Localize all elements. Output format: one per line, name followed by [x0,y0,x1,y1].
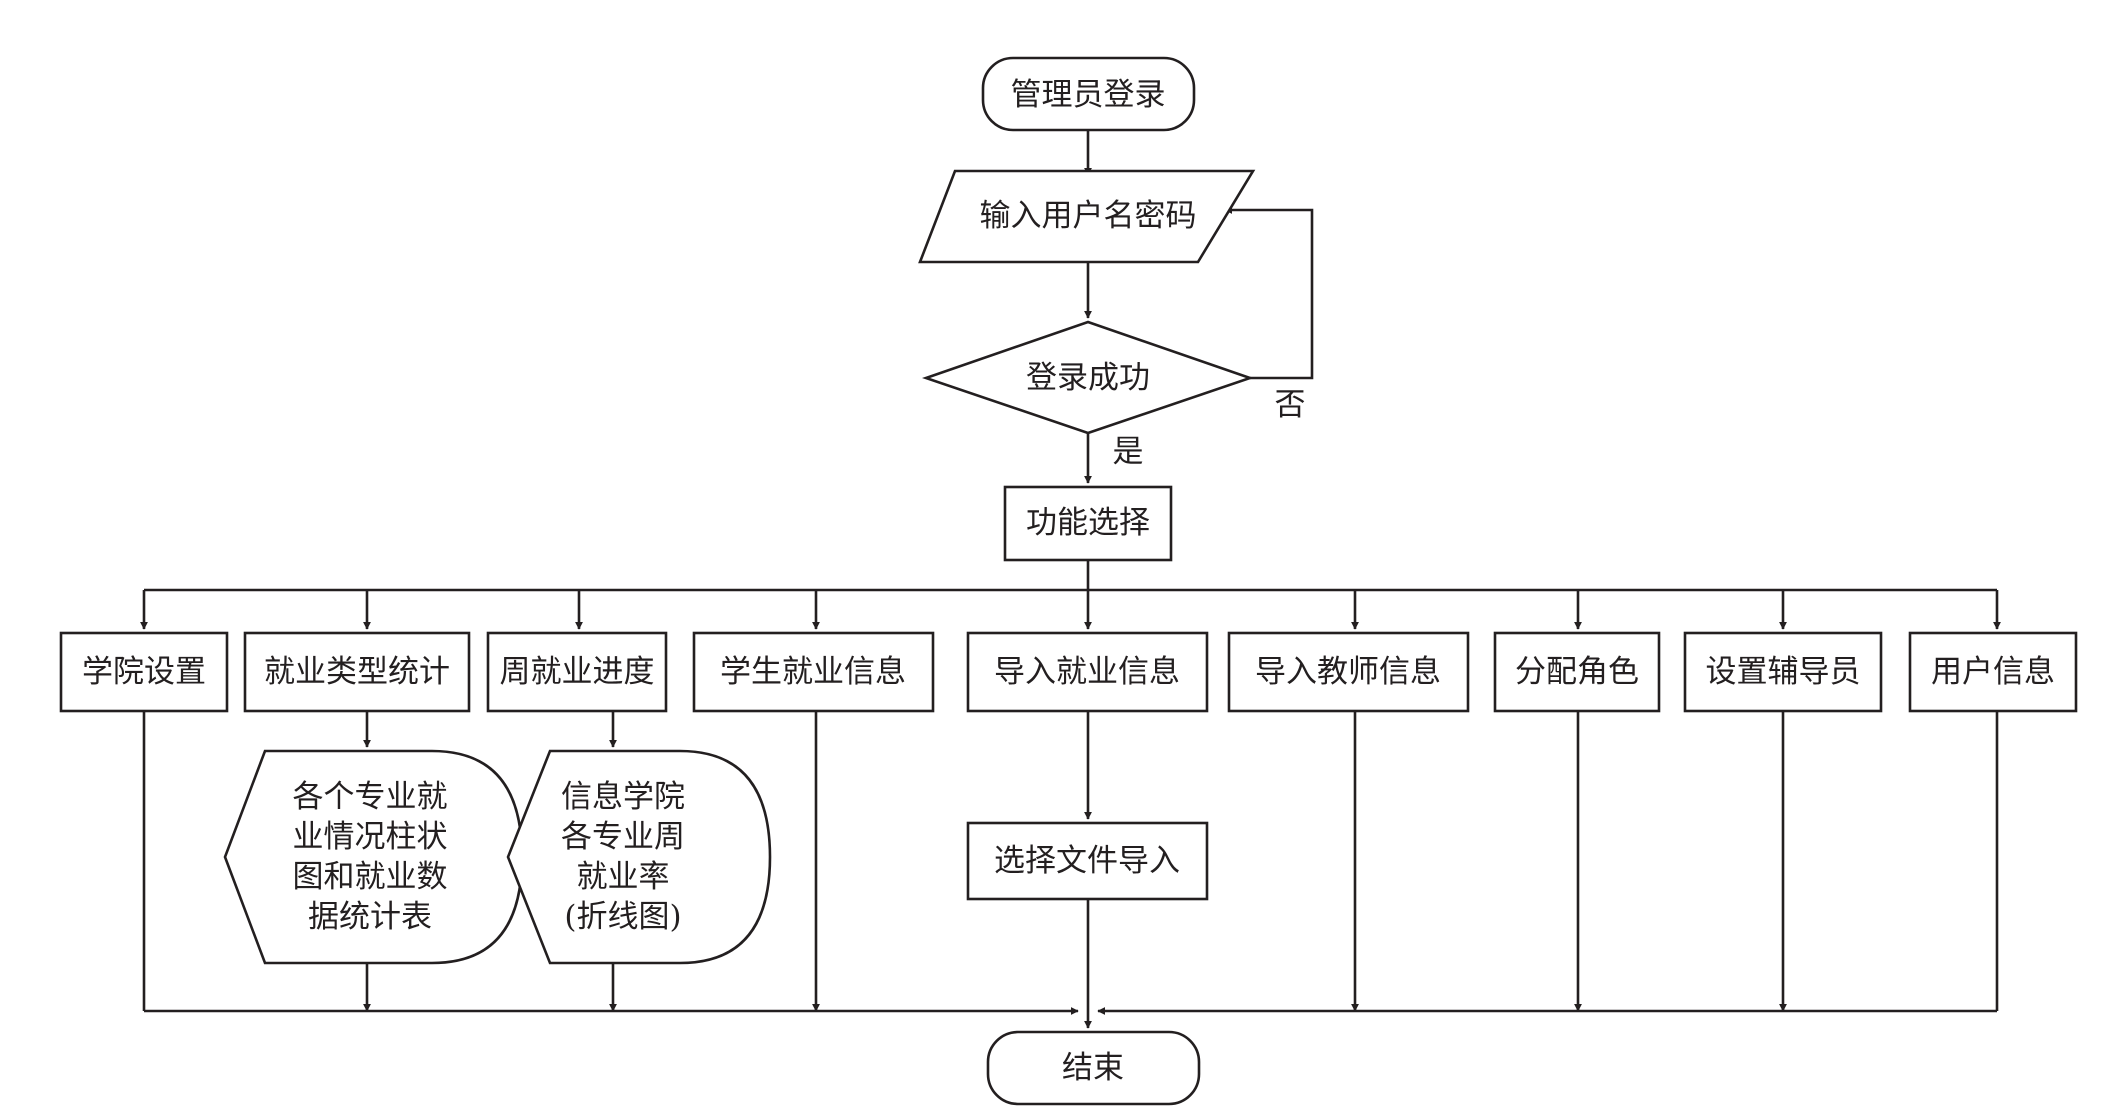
node-college-settings-label: 学院设置 [82,654,206,690]
bar-chart-line-3: 图和就业数 [293,859,448,895]
node-set-counselor-label: 设置辅导员 [1706,654,1861,690]
node-import-employment-info-label: 导入就业信息 [994,654,1180,690]
edge-label-no: 否 [1275,387,1306,423]
node-function-select: 功能选择 [1003,485,1173,562]
node-input-credentials-label: 输入用户名密码 [980,198,1197,234]
line-chart-line-1: 信息学院 [561,779,685,815]
node-import-employment-info: 导入就业信息 [966,631,1209,713]
node-user-info: 用户信息 [1908,631,2078,713]
node-login-label: 管理员登录 [1011,77,1166,113]
node-set-counselor: 设置辅导员 [1683,631,1883,713]
node-employment-type-stats-label: 就业类型统计 [264,654,450,690]
node-login-success-label: 登录成功 [1026,360,1150,396]
line-chart-line-2: 各专业周 [561,819,685,855]
node-select-file-import: 选择文件导入 [966,821,1209,901]
node-end: 结束 [986,1030,1201,1106]
node-import-teacher-info: 导入教师信息 [1227,631,1470,713]
node-weekly-progress-label: 周就业进度 [500,654,655,690]
line-chart-line-4: (折线图) [564,899,681,935]
node-student-employment-info-label: 学生就业信息 [720,654,906,690]
bar-chart-line-1: 各个专业就 [293,779,448,815]
node-assign-roles: 分配角色 [1493,631,1661,713]
node-end-label: 结束 [1062,1050,1124,1086]
node-input-credentials: 输入用户名密码 [918,169,1256,264]
node-weekly-progress: 周就业进度 [486,631,668,713]
display-line-chart: 信息学院 各专业周 就业率 (折线图) [506,749,772,965]
node-college-settings: 学院设置 [59,631,229,713]
node-import-teacher-info-label: 导入教师信息 [1255,654,1441,690]
bar-chart-line-2: 业情况柱状 [293,819,448,855]
node-login: 管理员登录 [981,56,1196,132]
node-user-info-label: 用户信息 [1931,654,2055,690]
node-login-success: 登录成功 [921,320,1255,435]
line-chart-line-3: 就业率 [577,859,670,895]
node-select-file-import-label: 选择文件导入 [994,843,1180,879]
node-function-select-label: 功能选择 [1026,505,1150,541]
bar-chart-line-4: 据统计表 [308,899,432,935]
node-employment-type-stats: 就业类型统计 [243,631,471,713]
node-assign-roles-label: 分配角色 [1515,654,1639,690]
display-bar-chart: 各个专业就 业情况柱状 图和就业数 据统计表 [223,749,524,965]
connectors [140,130,2001,1029]
node-student-employment-info: 学生就业信息 [692,631,935,713]
edge-label-yes: 是 [1113,434,1144,470]
arrow-no-loop [1224,206,1314,380]
